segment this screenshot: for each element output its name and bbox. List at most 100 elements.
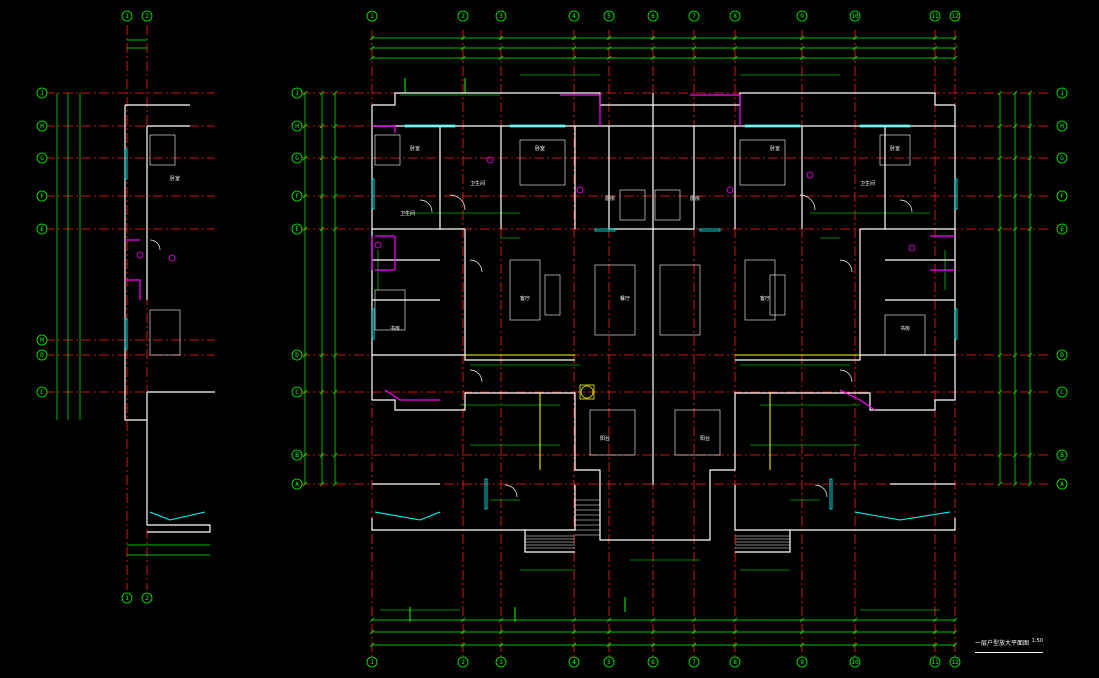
svg-text:E: E [295, 226, 299, 233]
axis-bubble-bottom-3: 3 [495, 656, 507, 668]
svg-text:2: 2 [461, 659, 465, 666]
svg-text:1: 1 [370, 659, 374, 666]
svg-text:2: 2 [145, 13, 149, 20]
svg-text:9: 9 [800, 13, 804, 20]
svg-text:G: G [295, 155, 299, 162]
axis-bubble-right-D: D [1056, 349, 1068, 361]
svg-text:5: 5 [607, 659, 611, 666]
axis-bubble-bottom-2: 2 [457, 656, 469, 668]
svg-text:C: C [295, 389, 299, 396]
svg-text:3: 3 [499, 13, 503, 20]
room-label: 阳台 [700, 435, 710, 442]
left-axis-bubble-F: F [36, 190, 48, 202]
left-axis-bubble-bottom-1: 1 [121, 592, 133, 604]
svg-text:2: 2 [145, 595, 149, 602]
svg-text:F: F [40, 193, 44, 200]
svg-text:G: G [40, 155, 44, 162]
axis-bubble-left-D: D [291, 349, 303, 361]
axis-bubble-bottom-8: 8 [729, 656, 741, 668]
room-label: 卧室 [535, 145, 545, 152]
axis-bubble-bottom-1: 1 [366, 656, 378, 668]
svg-text:H: H [295, 123, 299, 130]
svg-text:12: 12 [951, 13, 959, 20]
left-axis-bubble-top-2: 2 [141, 10, 153, 22]
room-label: 客厅 [520, 295, 530, 302]
svg-text:J: J [40, 90, 44, 97]
svg-text:M: M [40, 337, 44, 344]
room-label: 卧室 [890, 145, 900, 152]
svg-text:9: 9 [800, 659, 804, 666]
left-axis-bubble-G: G [36, 152, 48, 164]
left-axis-bubble-top-1: 1 [121, 10, 133, 22]
svg-text:J: J [1060, 90, 1064, 97]
axis-bubble-top-10: 10 [849, 10, 861, 22]
left-axis-bubble-J: J [36, 87, 48, 99]
svg-text:6: 6 [651, 13, 655, 20]
svg-text:11: 11 [931, 13, 939, 20]
svg-text:10: 10 [851, 13, 859, 20]
svg-text:10: 10 [851, 659, 859, 666]
svg-text:D: D [295, 352, 299, 359]
dimension-lines [56, 35, 1033, 648]
axis-bubble-top-5: 5 [603, 10, 615, 22]
axis-bubble-left-J: J [291, 87, 303, 99]
axis-bubble-bottom-4: 4 [568, 656, 580, 668]
axis-bubble-left-G: G [291, 152, 303, 164]
axis-bubble-bottom-11: 11 [929, 656, 941, 668]
svg-text:7: 7 [692, 659, 696, 666]
room-label: 卫生间 [400, 210, 415, 217]
axis-bubble-bottom-5: 5 [603, 656, 615, 668]
axis-bubble-left-A: A [291, 478, 303, 490]
axis-bubble-left-B: B [291, 449, 303, 461]
svg-text:B: B [295, 452, 299, 459]
svg-text:7: 7 [692, 13, 696, 20]
svg-text:H: H [1060, 123, 1064, 130]
room-label: 厨房 [690, 195, 700, 202]
axis-bubble-top-6: 6 [647, 10, 659, 22]
left-axis-bubble-M: M [36, 334, 48, 346]
axis-bubble-top-4: 4 [568, 10, 580, 22]
svg-text:1: 1 [125, 595, 129, 602]
svg-text:4: 4 [572, 13, 576, 20]
axis-grid-lines [45, 25, 1050, 660]
svg-text:8: 8 [733, 659, 737, 666]
furniture [149, 134, 926, 549]
axis-bubble-left-H: H [291, 120, 303, 132]
room-label: 卧室 [410, 145, 420, 152]
left-axis-bubble-D: D [36, 349, 48, 361]
room-label: 餐厅 [620, 295, 630, 302]
room-label: 书房 [900, 325, 910, 332]
svg-text:F: F [295, 193, 299, 200]
axis-bubble-right-E: E [1056, 223, 1068, 235]
left-axis-bubble-bottom-2: 2 [141, 592, 153, 604]
svg-text:G: G [1060, 155, 1064, 162]
svg-text:6: 6 [651, 659, 655, 666]
svg-text:D: D [1060, 352, 1064, 359]
axis-bubble-bottom-6: 6 [647, 656, 659, 668]
axis-bubble-right-A: A [1056, 478, 1068, 490]
svg-text:A: A [1060, 481, 1064, 488]
axis-bubble-right-C: C [1056, 386, 1068, 398]
axis-bubble-left-C: C [291, 386, 303, 398]
svg-text:C: C [40, 389, 44, 396]
axis-bubble-right-H: H [1056, 120, 1068, 132]
room-label: 阳台 [600, 435, 610, 442]
svg-text:B: B [1060, 452, 1064, 459]
svg-text:A: A [295, 481, 299, 488]
svg-text:8: 8 [733, 13, 737, 20]
axis-bubble-bottom-12: 12 [949, 656, 961, 668]
svg-text:D: D [40, 352, 44, 359]
axis-bubble-left-F: F [291, 190, 303, 202]
room-label: 卫生间 [470, 180, 485, 187]
axis-bubble-top-7: 7 [688, 10, 700, 22]
drawing-title: 一层户型放大平面图 [975, 640, 1030, 647]
svg-text:3: 3 [499, 659, 503, 666]
axis-bubble-bottom-10: 10 [849, 656, 861, 668]
axis-bubble-bottom-7: 7 [688, 656, 700, 668]
room-label: 书房 [390, 325, 400, 332]
room-label: 卧室 [770, 145, 780, 152]
left-axis-bubble-E: E [36, 223, 48, 235]
